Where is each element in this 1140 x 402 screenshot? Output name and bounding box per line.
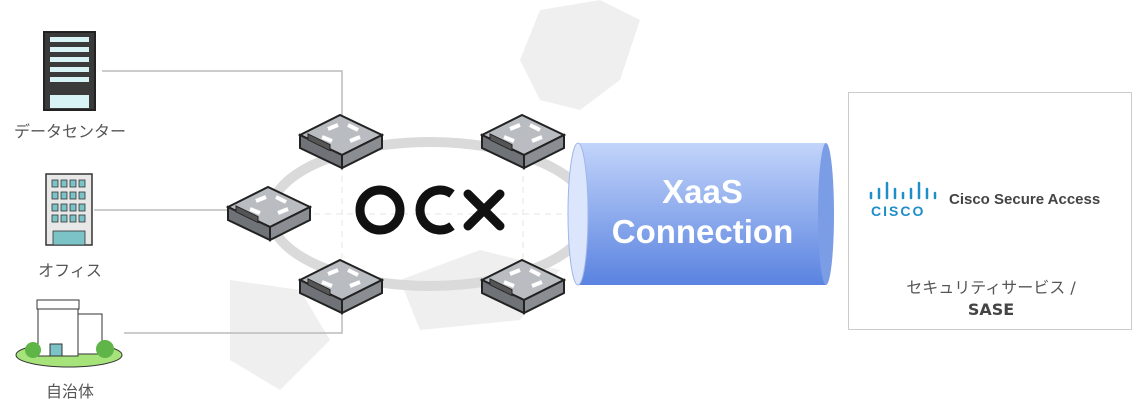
xaas-line2: Connection	[611, 213, 794, 250]
link-municipality	[124, 312, 343, 334]
office-building-icon	[45, 173, 93, 246]
municipality-icon	[15, 299, 123, 368]
xaas-line1: XaaS	[662, 173, 743, 210]
datacenter-icon	[43, 31, 96, 111]
xaas-connection-cylinder	[567, 142, 834, 286]
cisco-logo-text: CISCO	[871, 203, 926, 219]
cisco-logo-bars-icon	[869, 181, 937, 200]
xaas-connection-label: XaaS Connection	[580, 172, 825, 252]
site-label-datacenter: データセンター	[13, 122, 126, 141]
service-category: セキュリティサービス / SASE	[849, 277, 1133, 321]
ocx-logo	[355, 185, 505, 235]
site-label-office: オフィス	[38, 261, 102, 280]
ring-guides	[270, 165, 590, 265]
switch-icon	[226, 185, 312, 242]
category-line1: セキュリティサービス /	[906, 278, 1076, 297]
link-datacenter	[102, 70, 343, 115]
site-label-municipality: 自治体	[45, 382, 94, 401]
security-service-box: CISCO Cisco Secure Access セキュリティサービス / S…	[848, 92, 1132, 330]
switch-icon	[480, 113, 566, 170]
product-name: Cisco Secure Access	[949, 191, 1101, 208]
category-line2: SASE	[967, 300, 1015, 319]
